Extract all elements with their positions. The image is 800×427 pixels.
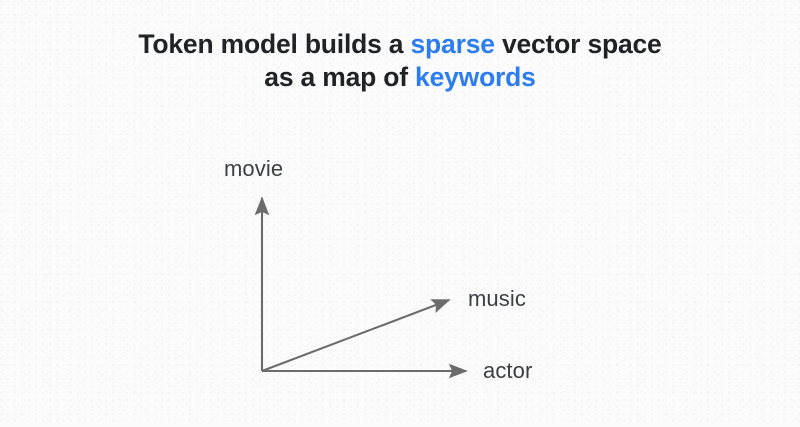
title-line-2-text-before: as a map of xyxy=(264,62,416,92)
axis-label-music: music xyxy=(468,286,526,311)
title-line-1: Token model builds a sparse vector space xyxy=(0,28,800,61)
axis-label-movie: movie xyxy=(224,156,284,181)
page-title: Token model builds a sparse vector space… xyxy=(0,28,800,94)
axis-label-actor: actor xyxy=(483,358,533,383)
title-line-2: as a map of keywords xyxy=(0,61,800,94)
title-line-1-highlight: sparse xyxy=(410,29,495,59)
title-line-1-text-after: vector space xyxy=(494,29,662,59)
title-line-2-highlight: keywords xyxy=(415,62,536,92)
title-line-1-text-before: Token model builds a xyxy=(138,29,411,59)
axis-arrow-music xyxy=(261,299,451,372)
